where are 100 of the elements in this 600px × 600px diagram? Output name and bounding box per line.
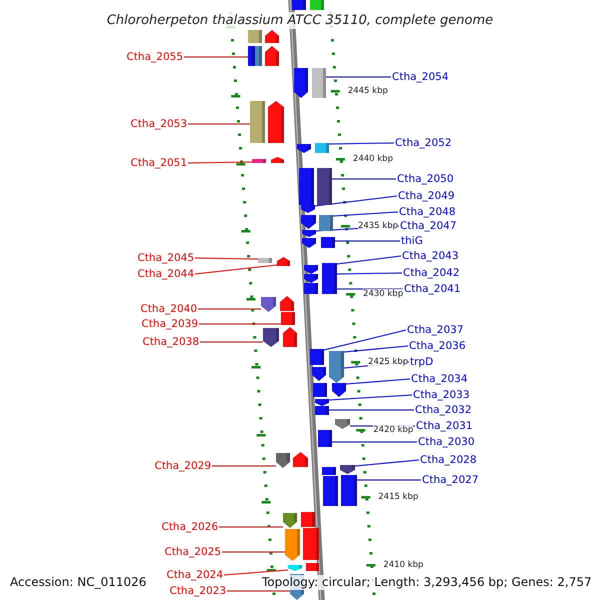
leader-line	[336, 272, 402, 274]
scale-label: 2430 kbp	[363, 289, 404, 299]
gene-feature	[294, 68, 308, 98]
gene-feature	[332, 383, 346, 397]
gene-label: Ctha_2050	[397, 173, 454, 185]
gene-feature	[271, 157, 284, 163]
gene-feature	[312, 367, 326, 381]
gene-block	[322, 467, 336, 475]
leader-line	[188, 162, 252, 164]
gene-label: Ctha_2025	[164, 546, 221, 558]
gene-label: Ctha_2030	[418, 436, 475, 448]
gene-block	[341, 475, 357, 506]
gene-label: Ctha_2042	[403, 267, 460, 279]
gene-block	[323, 476, 338, 506]
gene-block	[281, 312, 295, 325]
gene-label: Ctha_2052	[395, 137, 452, 149]
gene-label: Ctha_2026	[161, 521, 218, 533]
gene-label: Ctha_2038	[142, 336, 199, 348]
gene-label: Ctha_2028	[420, 454, 477, 466]
gene-label: Ctha_2043	[402, 250, 459, 262]
leader-line	[314, 196, 398, 206]
gene-feature	[304, 274, 318, 283]
leader-line	[336, 256, 402, 264]
leader-line	[194, 258, 258, 260]
leader-line	[346, 378, 410, 384]
leader-line	[328, 394, 412, 400]
gene-block	[248, 46, 255, 66]
gene-feature	[261, 297, 276, 312]
gene-block	[304, 283, 318, 294]
gene-feature	[315, 399, 329, 406]
leader-line	[354, 460, 420, 466]
leader-line	[184, 56, 248, 58]
gene-label: Ctha_2034	[411, 373, 468, 385]
title: Chloroherpeton thalassium ATCC 35110, complete genome	[104, 12, 496, 29]
gene-block	[258, 258, 272, 263]
gene-block	[319, 215, 333, 231]
scale-label: 2415 kbp	[378, 492, 418, 502]
accession-text: Accession: NC_011026	[10, 575, 146, 590]
gene-block	[306, 563, 319, 571]
gene-feature	[283, 513, 297, 528]
gene-label: Ctha_2023	[169, 585, 226, 597]
gene-block	[301, 512, 315, 527]
genome-summary-text: Topology: circular; Length: 3,293,456 bp; Genes: 2,757	[262, 575, 592, 590]
gene-label: Ctha_2045	[137, 252, 194, 264]
leader-line	[218, 526, 284, 528]
gene-feature	[265, 30, 279, 43]
gene-feature	[293, 452, 308, 467]
gene-label: Ctha_2033	[413, 389, 470, 401]
gene-label: Ctha_2024	[166, 569, 223, 581]
gene-label: Ctha_2032	[415, 404, 472, 416]
gene-label: Ctha_2044	[137, 268, 194, 280]
gene-label: Ctha_2051	[130, 157, 187, 169]
gene-label: Ctha_2027	[422, 474, 479, 486]
gene-block	[321, 237, 335, 248]
gene-label: trpD	[410, 356, 434, 368]
gene-label: Ctha_2049	[398, 190, 455, 202]
gene-label: Ctha_2041	[404, 283, 461, 295]
gene-block	[248, 30, 262, 43]
gene-feature	[265, 46, 279, 66]
gene-feature	[335, 419, 350, 429]
gene-feature	[263, 328, 279, 347]
scale-label: 2425 kbp	[368, 357, 408, 367]
gene-label: Ctha_2039	[141, 318, 198, 330]
gene-label: Ctha_2040	[140, 303, 197, 315]
gene-feature	[268, 101, 284, 143]
gene-label: Ctha_2053	[130, 118, 187, 130]
gene-feature	[329, 367, 344, 383]
leader-line	[328, 142, 394, 144]
gene-block	[310, 349, 324, 365]
gene-feature	[277, 257, 290, 266]
gene-label: Ctha_2029	[154, 460, 211, 472]
leader-line	[226, 590, 290, 592]
gene-label: Ctha_2048	[399, 206, 456, 218]
leader-line	[194, 264, 278, 274]
gene-feature	[285, 529, 300, 561]
leader-line	[332, 212, 398, 216]
gene-block	[252, 159, 266, 163]
gene-label: thiG	[401, 235, 423, 247]
scale-label: 2420 kbp	[373, 425, 414, 435]
gene-label: Ctha_2037	[407, 324, 464, 336]
gene-label: Ctha_2054	[392, 71, 449, 83]
leader-line	[332, 178, 396, 180]
gene-block	[318, 430, 332, 447]
gene-feature	[302, 238, 316, 248]
gene-feature	[276, 453, 290, 468]
gene-label: Ctha_2036	[409, 340, 466, 352]
gene-block	[315, 406, 329, 415]
gene-block	[312, 68, 326, 98]
gene-block	[255, 46, 262, 66]
leader-line	[334, 240, 400, 242]
gene-feature	[301, 205, 315, 213]
scale-label: 2445 kbp	[348, 86, 388, 96]
gene-feature	[302, 230, 316, 237]
leader-line	[326, 76, 392, 78]
gene-block	[292, 0, 306, 10]
leader-line	[198, 308, 262, 310]
gene-block	[317, 168, 332, 205]
gene-feature	[304, 265, 318, 274]
gene-label: Ctha_2031	[416, 420, 473, 432]
scale-label: 2410 kbp	[383, 560, 424, 570]
